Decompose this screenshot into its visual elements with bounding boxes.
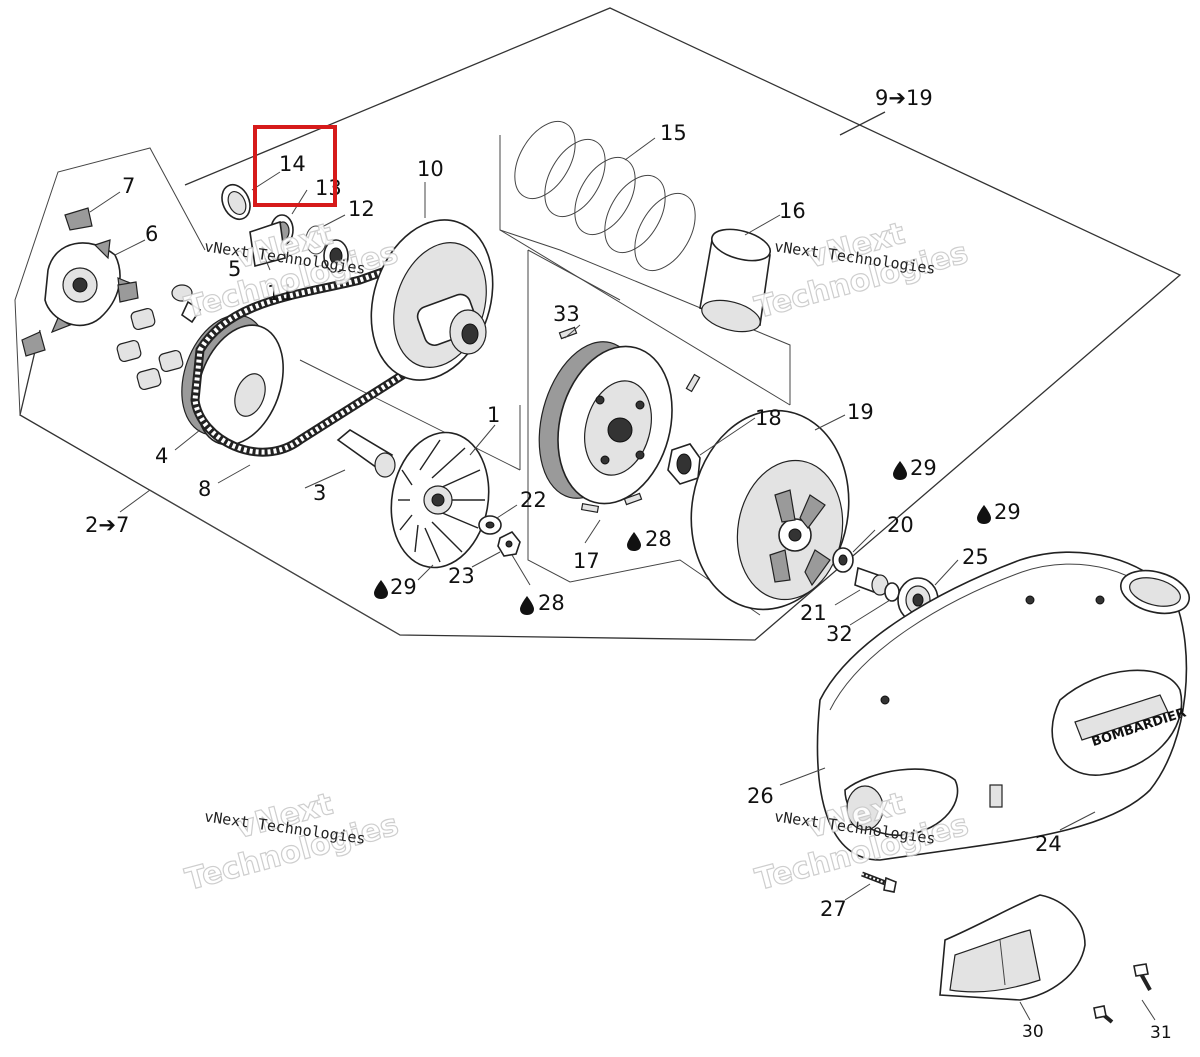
label-part-8: 8 [198, 477, 211, 501]
label-part-25: 25 [962, 545, 989, 569]
label-part-1: 1 [487, 403, 500, 427]
part-20-washer [832, 547, 854, 573]
part-19-clutch-drum [690, 409, 850, 611]
label-part-15: 15 [660, 121, 687, 145]
label-part-19: 19 [847, 400, 874, 424]
label-part-29-c: 29 [390, 575, 417, 599]
part-10-driven-pulley [370, 219, 494, 381]
part-5-rollers [116, 284, 202, 391]
label-part-10: 10 [417, 157, 444, 181]
label-part-29-a: 29 [910, 456, 937, 480]
part-15-spring [514, 121, 696, 271]
part-23-nut [497, 530, 521, 557]
frame-2-7 [14, 147, 401, 636]
label-part-11: 11 [267, 281, 294, 305]
label-part-16: 16 [779, 199, 806, 223]
part-24-cover: BOMBARDIER [816, 551, 1191, 861]
label-part-33: 33 [553, 302, 580, 326]
label-part-3: 3 [313, 481, 326, 505]
label-part-20: 20 [887, 513, 914, 537]
part-17-clutch [538, 341, 673, 505]
part-30-guard [939, 894, 1086, 1001]
part-18-nut [667, 443, 701, 485]
part-7-slider [21, 207, 139, 357]
label-part-4: 4 [155, 444, 168, 468]
label-part-17: 17 [573, 549, 600, 573]
part-32-seal [884, 582, 900, 602]
leader-lines [89, 137, 1156, 1021]
label-part-31: 31 [1150, 1023, 1172, 1043]
frame-15-16 [499, 135, 791, 406]
part-27-screw [861, 871, 897, 893]
label-part-18: 18 [755, 406, 782, 430]
part-16-spring-cup [699, 228, 772, 333]
part-1-fan [390, 431, 490, 569]
drop-icon [977, 505, 991, 524]
label-part-30: 30 [1022, 1022, 1044, 1042]
drop-icon [627, 532, 641, 551]
label-part-13: 13 [315, 176, 342, 200]
label-part-6: 6 [145, 222, 158, 246]
part-22-washer [478, 515, 502, 535]
part-3-shaft [336, 429, 396, 478]
label-part-2-7: 2➔7 [85, 513, 129, 537]
label-part-29-b: 29 [994, 500, 1021, 524]
frame-17 [527, 249, 761, 616]
part-4-drive-pulley [181, 314, 284, 446]
label-part-28-b: 28 [538, 591, 565, 615]
part-31-screws [1093, 963, 1152, 1024]
lubricant-drop-icons [374, 461, 991, 615]
label-part-26: 26 [747, 784, 774, 808]
label-part-5: 5 [228, 257, 241, 281]
label-part-22: 22 [520, 488, 547, 512]
drop-icon [520, 596, 534, 615]
part-11-bushing [249, 220, 286, 268]
label-part-7: 7 [122, 174, 135, 198]
label-part-24: 24 [1035, 832, 1062, 856]
highlight-box-part-14 [253, 125, 337, 207]
label-part-27: 27 [820, 897, 847, 921]
label-part-23: 23 [448, 564, 475, 588]
drop-icon [374, 580, 388, 599]
part-33-springs [558, 326, 701, 514]
label-part-14: 14 [279, 152, 306, 176]
part-labels: 1 2➔7 3 4 5 6 7 8 9➔19 10 11 12 13 14 15… [85, 86, 1172, 1043]
label-part-12: 12 [348, 197, 375, 221]
part-12-circlip [305, 225, 349, 273]
part-14-seal [221, 183, 251, 221]
part-21-spacer [854, 566, 889, 596]
label-part-9-19: 9➔19 [875, 86, 933, 110]
label-part-32: 32 [826, 622, 853, 646]
drop-icon [893, 461, 907, 480]
label-part-21: 21 [800, 601, 827, 625]
label-part-28-a: 28 [645, 527, 672, 551]
